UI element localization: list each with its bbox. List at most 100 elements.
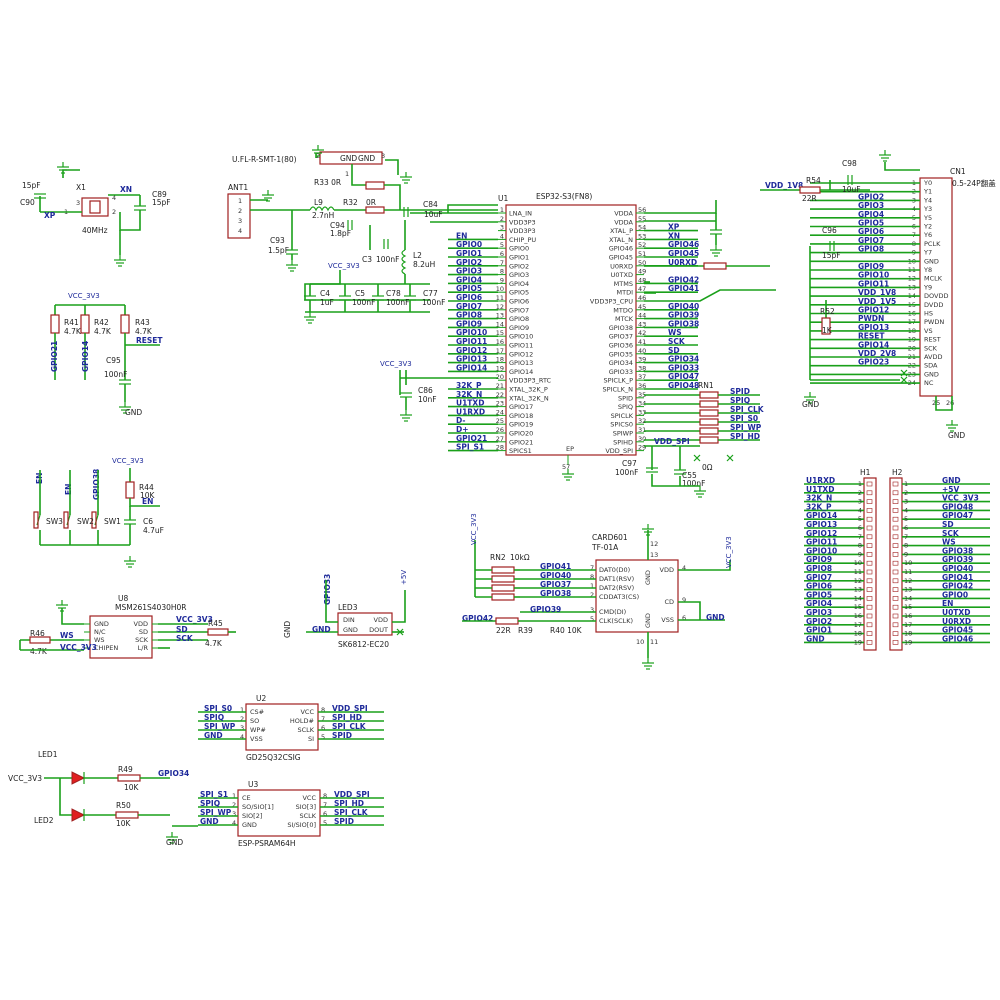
- gpio34-net-label: GPIO34: [158, 769, 189, 778]
- u1-pin-number: 34: [638, 400, 646, 408]
- sd-pin-number: 9: [682, 596, 686, 604]
- r52-resistor: [821, 317, 831, 335]
- u1-net-label: GPIO12: [456, 346, 487, 355]
- u1-net-label: XP: [668, 223, 680, 232]
- u2-pin-name: SI: [308, 735, 314, 743]
- h2-pin-pad: [892, 569, 899, 575]
- sck-net-label: SCK: [176, 634, 194, 643]
- u3-net-label: SPI_WP: [200, 808, 232, 817]
- cn1-ref: CN1: [950, 167, 966, 176]
- cn1-pin-number: 26: [946, 399, 954, 407]
- r44-resistor: [125, 481, 135, 499]
- u1-pin-name: GPIO2: [509, 262, 529, 270]
- r53-resistor: [703, 262, 727, 270]
- sd-pin-number: 4: [682, 564, 686, 572]
- u8-pin-name: L/R: [138, 644, 149, 652]
- sd-pin-number: 10: [636, 638, 644, 646]
- led3-pin: VDD: [374, 616, 388, 624]
- u1-pin-number: 13: [496, 312, 504, 320]
- ant1-pin: 4: [238, 227, 242, 235]
- r32-value: 0R: [366, 198, 376, 207]
- cn1-pin-name: GND: [924, 370, 939, 378]
- u1-pin-name: MTDO: [613, 306, 633, 314]
- u3-body: [237, 789, 321, 837]
- u1-net-label: GPIO33: [668, 363, 699, 372]
- h1-pin-number: 15: [854, 603, 862, 611]
- u1-net-label: XN: [668, 231, 680, 240]
- h1-pin-pad: [866, 552, 873, 557]
- r40-label: R40 10K: [550, 626, 583, 635]
- cn1-pin-name: Y9: [923, 283, 932, 291]
- u1-net-label: U0RXD: [668, 258, 697, 267]
- cn1-pin-name: DVDD: [924, 301, 943, 309]
- cn1-net-label: GPIO9: [858, 262, 884, 271]
- r41-ref: R41: [64, 318, 79, 327]
- u1-net-label: SD: [668, 346, 680, 355]
- h2-pin-pad: [892, 622, 899, 628]
- c96-value: 15pF: [822, 251, 841, 260]
- c97-ref: C97: [622, 459, 637, 468]
- c98-ref: C98: [842, 159, 857, 168]
- u3-pin-number: 2: [232, 801, 236, 809]
- u8-pin-name: SCK: [135, 636, 149, 644]
- u1-pin-name: GPIO12: [509, 350, 533, 358]
- h2-pin-number: 15: [904, 603, 912, 611]
- ufl-pin: 1: [345, 170, 349, 178]
- h2-net-label: SD: [942, 520, 954, 529]
- u1-pin-name: GPIO37: [609, 333, 633, 341]
- ant1-connector: [227, 193, 251, 239]
- vcc-label: VCC_3V3: [725, 536, 733, 568]
- c84-ref: C84: [423, 200, 438, 209]
- h2-net-label: GPIO47: [942, 511, 973, 520]
- u8-pin-name: CHIPEN: [94, 644, 118, 652]
- vcc-label: VCC_3V3: [380, 360, 412, 368]
- r50-value: 10K: [116, 819, 132, 828]
- u1-pin-name: GPIO21: [509, 438, 533, 446]
- u3-pin-number: 1: [232, 792, 236, 800]
- vcc-net-label: VCC_3V3: [176, 615, 213, 624]
- h2-net-label: GPIO39: [942, 555, 973, 564]
- h1-net-label: GND: [806, 634, 825, 643]
- cn1-pin-name: Y5: [923, 214, 932, 222]
- h1-pin-pad: [866, 596, 873, 601]
- h2-pin-number: 3: [904, 498, 908, 506]
- u1-net-label: GPIO47: [668, 372, 699, 381]
- card601-body: [595, 559, 679, 633]
- r52-value: 1K: [822, 326, 833, 335]
- u1-pin-name: SPIQ: [618, 403, 633, 411]
- h1-net-label: GPIO3: [806, 608, 832, 617]
- u1-pin-name: SPIWP: [613, 430, 633, 438]
- h2-pin-pad: [892, 604, 899, 610]
- u3-pin-name: SI/SIO[0]: [287, 821, 316, 829]
- vcc-label: VCC_3V3: [8, 774, 42, 783]
- u1-pin-number: 50: [638, 259, 646, 267]
- h1-net-label: U1TXD: [806, 485, 834, 494]
- sd-pin-number: 11: [650, 638, 658, 646]
- h1-pin-number: 12: [854, 577, 862, 585]
- h2-pin-pad: [892, 516, 899, 522]
- u3-pin-name: CE: [242, 794, 251, 802]
- vdd18-net-label: VDD_1V8: [765, 181, 803, 190]
- u1-pin-name: GPIO14: [509, 368, 533, 376]
- u1-pin-number: 54: [638, 224, 646, 232]
- cn1-pin-name: HS: [924, 310, 933, 318]
- c97-value: 100nF: [615, 468, 638, 477]
- u3-pin-name: SIO[3]: [296, 803, 316, 811]
- no-connect-mark: [693, 454, 701, 462]
- u1-pin-number: 31: [638, 426, 646, 434]
- rn2-resistor: [491, 575, 515, 583]
- u2-part: GD25Q32CSIG: [246, 753, 301, 762]
- u1-net-label: GPIO9: [456, 319, 482, 328]
- ufl-gnd-label: GND: [358, 154, 375, 163]
- u1-pin-number: 14: [496, 320, 504, 328]
- u3-pin-name: SCLK: [299, 812, 316, 820]
- u1-pin-number: 44: [638, 312, 646, 320]
- sd-gnd-label: GND: [644, 570, 652, 585]
- u1-pin-name: GPIO45: [609, 254, 633, 262]
- wire: [678, 560, 731, 571]
- u1-net-label: GPIO5: [456, 284, 482, 293]
- r45-ref: R45: [208, 619, 223, 628]
- sd-pin-number: 7: [590, 564, 594, 572]
- u1-pin-number: 11: [496, 294, 504, 302]
- h1-net-label: GPIO4: [806, 599, 832, 608]
